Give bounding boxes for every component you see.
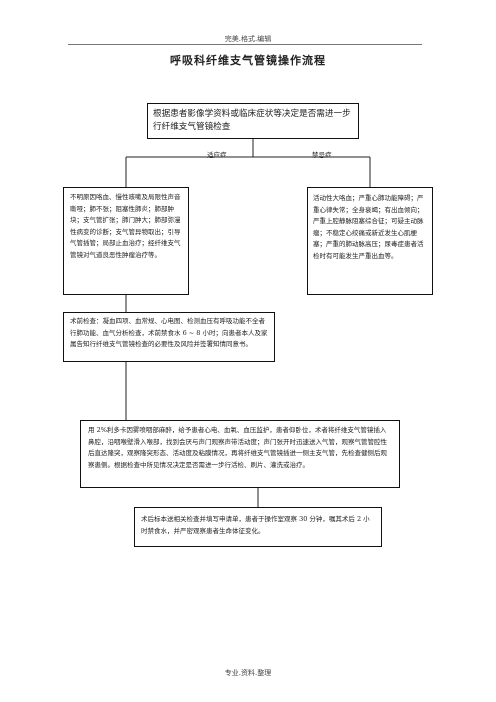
contraindications-box: 活动性大咯血；严重心肺功能障碍；严重心律失常；全身衰竭；有出血倾向；严重上腔静脉… (307, 187, 433, 295)
contraindication-label: 禁忌症 (312, 151, 332, 159)
pre-exam-box: 术前检查：凝血四项、血常规、心电图、检测血压有呼吸功能不全者行肺功能、血气分析检… (63, 312, 275, 362)
footer-text: 专业.资料.整理 (224, 669, 272, 677)
header-divider (68, 44, 422, 45)
header-text: 完美.格式.编辑 (224, 35, 272, 43)
indication-label: 适应症 (207, 151, 227, 159)
page-title: 呼吸科纤维支气管镜操作流程 (170, 54, 326, 67)
procedure-box: 用 2%利多卡因雾喷咽部麻醉，给予患者心电、血氧、血压监护，患者仰卧位，术者将纤… (80, 420, 400, 488)
decision-box: 根据患者影像学资料或临床症状等决定是否需进一步行纤维支气管镜检查 (147, 103, 359, 139)
post-care-box: 术后标本送相关检查并填写申请单，患者于操作室观察 30 分钟，嘱其术后 2 小时… (134, 507, 382, 547)
indications-box: 不明原因咯血、慢性咳嗽及局限性声音嘶哑；肺不张；阻塞性肺炎；肺部肿块；支气管扩张… (63, 187, 189, 295)
